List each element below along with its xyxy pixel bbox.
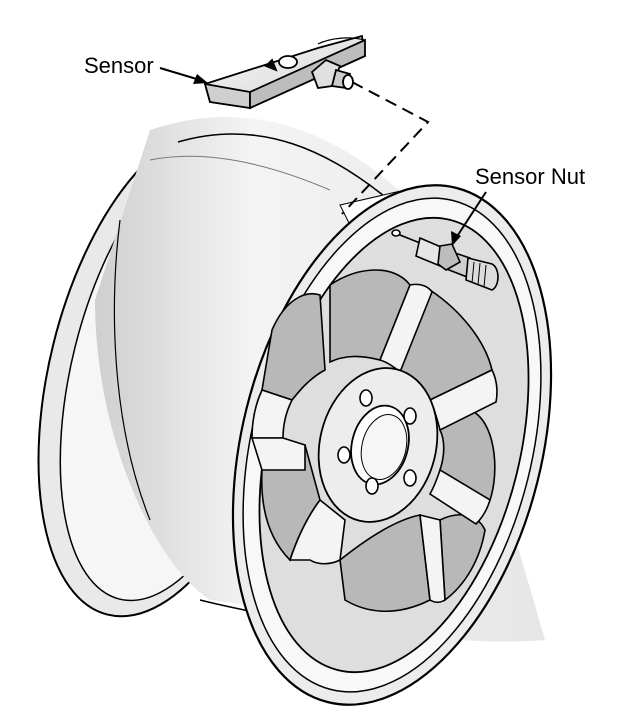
- sensor-nut-leader-arrow: [451, 191, 487, 246]
- sensor-nut: [437, 243, 462, 271]
- lug-hole: [359, 389, 373, 407]
- sensor-nut-label: Sensor Nut: [475, 164, 586, 189]
- lug-holes: [337, 389, 417, 495]
- lug-hole: [365, 477, 379, 495]
- sensor-body: [203, 34, 366, 110]
- lug-hole: [403, 407, 417, 425]
- sensor-label: Sensor: [84, 53, 154, 78]
- install-path-line: [341, 81, 430, 215]
- valve-stem-assembly: [391, 229, 499, 291]
- spokes: [250, 283, 498, 604]
- lug-hole: [337, 446, 351, 464]
- sensor-leader-arrow: [159, 67, 208, 84]
- spoke-openings: [260, 269, 496, 613]
- lug-hole: [403, 469, 417, 487]
